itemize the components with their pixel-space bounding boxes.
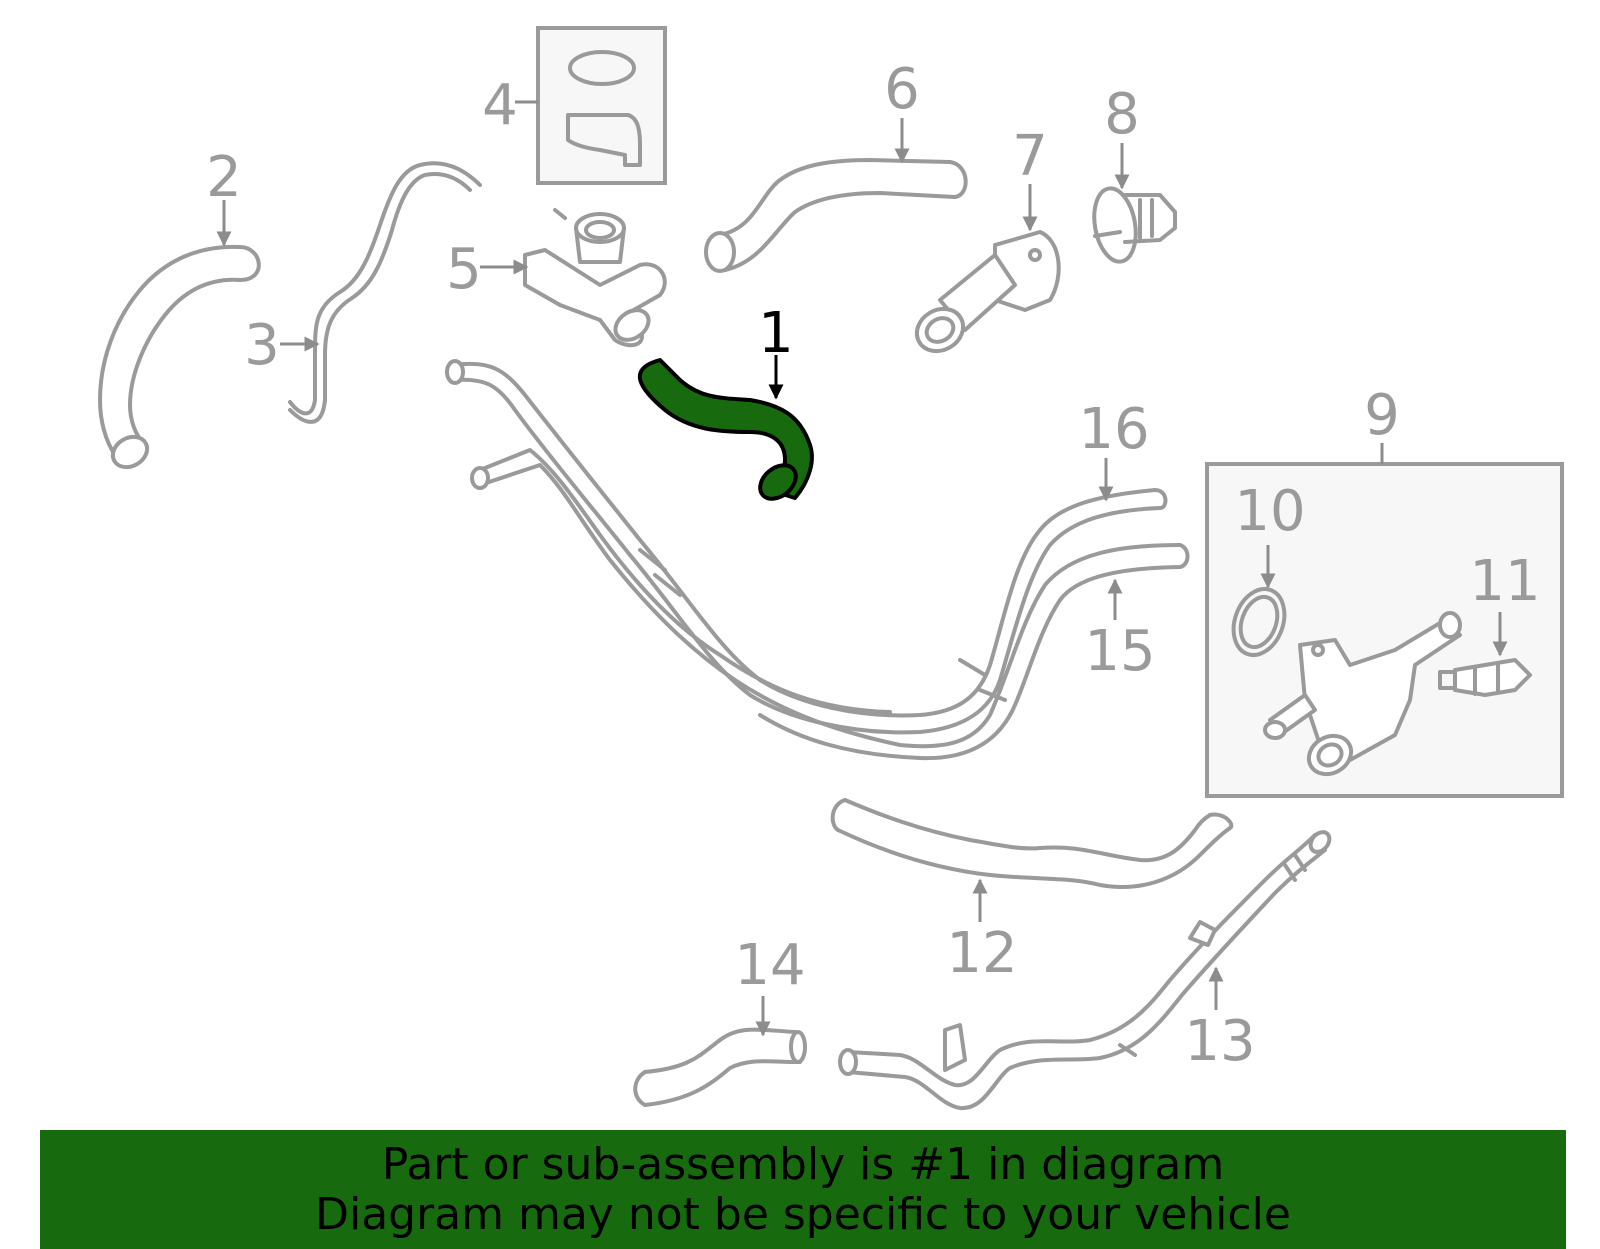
callout-9: 9 — [1364, 383, 1400, 448]
part-5-housing[interactable] — [523, 208, 667, 348]
callout-8: 8 — [1104, 82, 1140, 147]
part-14-hose[interactable] — [633, 1027, 807, 1107]
part-6-hose[interactable] — [704, 158, 968, 273]
callout-5: 5 — [446, 237, 482, 302]
callout-1: 1 — [758, 301, 794, 366]
callout-4: 4 — [482, 73, 518, 138]
banner-line-2: Diagram may not be specific to your vehi… — [315, 1188, 1291, 1240]
part-15-pipe[interactable] — [470, 448, 1190, 761]
callout-10: 10 — [1234, 479, 1305, 544]
part-12-hose[interactable] — [830, 798, 1234, 889]
callout-3: 3 — [244, 313, 280, 378]
part-8-thermostat[interactable] — [1089, 185, 1177, 265]
callout-7: 7 — [1012, 124, 1048, 189]
part-10-o-ring[interactable] — [1225, 582, 1293, 662]
callout-labels: 1 2 3 4 5 6 7 8 9 10 11 12 13 14 15 16 — [206, 57, 1540, 1074]
part-4-kit[interactable] — [536, 26, 667, 185]
callout-15: 15 — [1084, 619, 1155, 684]
callout-13: 13 — [1184, 1009, 1255, 1074]
callout-11: 11 — [1469, 549, 1540, 614]
part-9-water-flange[interactable] — [1263, 611, 1462, 782]
part-1-hose-highlighted[interactable] — [638, 358, 814, 506]
leader-lines — [216, 100, 1508, 1037]
part-7-outlet[interactable] — [909, 230, 1061, 359]
callout-6: 6 — [884, 57, 920, 122]
callout-2: 2 — [206, 145, 242, 210]
part-13-pipe[interactable] — [838, 828, 1333, 1111]
callout-12: 12 — [946, 921, 1017, 986]
part-2-hose[interactable] — [98, 244, 261, 473]
part-11-sensor[interactable] — [1438, 658, 1532, 697]
info-banner: Part or sub-assembly is #1 in diagram Di… — [40, 1130, 1566, 1249]
callout-16: 16 — [1078, 397, 1149, 462]
part-16-pipe[interactable] — [445, 359, 1168, 735]
banner-line-1: Part or sub-assembly is #1 in diagram — [381, 1138, 1225, 1190]
callout-14: 14 — [734, 933, 805, 998]
part-3-pipe[interactable] — [288, 161, 482, 424]
